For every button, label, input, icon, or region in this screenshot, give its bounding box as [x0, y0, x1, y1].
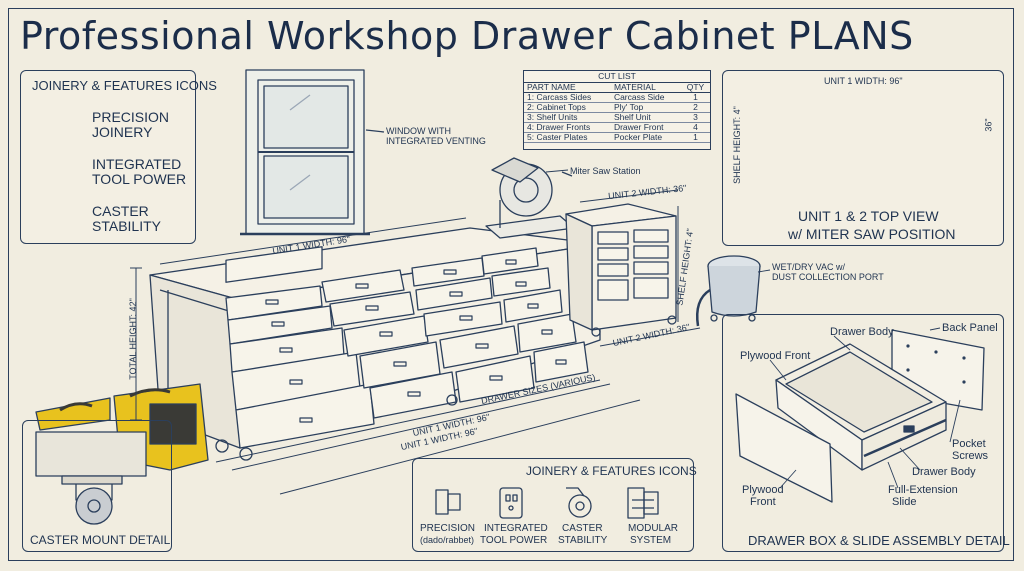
caster-detail-caption: CASTER MOUNT DETAIL: [30, 533, 171, 547]
cut-list-header: QTY: [680, 82, 710, 93]
window-leader: [365, 129, 385, 133]
unit-1-cabinet: [149, 227, 601, 461]
cut-list-cell: Shelf Unit: [610, 112, 681, 123]
joinery-features-panel-bottom: [412, 458, 694, 552]
unit-2-cabinet: [565, 203, 677, 337]
feature-label-stability: STABILITY: [558, 535, 608, 546]
cut-list-header: MATERIAL: [610, 82, 681, 93]
top-view-depth: 36": [983, 118, 994, 132]
cut-list-cell: 1: Carcass Sides: [524, 92, 611, 103]
drawer-box-drawing: [735, 329, 985, 503]
joinery-features-panel: [20, 70, 196, 244]
slide-label: Full-Extension: [888, 484, 958, 496]
table-row: 1: Carcass Sides Carcass Side 1: [524, 92, 710, 103]
feature-label-caster: CASTER: [562, 523, 603, 534]
feature-label-integrated: INTEGRATED: [92, 156, 182, 172]
feature-label-dado-rabbet: (dado/rabbet): [420, 535, 475, 545]
feature-label-precision: PRECISION: [420, 523, 476, 534]
cut-list-cell: 1: [680, 92, 710, 103]
table-row: 5: Caster Plates Pocker Plate 1: [524, 132, 710, 143]
drawer-body-label-lower: Drawer Body: [912, 466, 976, 478]
feature-label-integrated: INTEGRATED: [484, 523, 548, 534]
feature-label-tool-power: TOOL POWER: [480, 535, 548, 546]
feature-label-modular: MODULAR: [628, 523, 679, 534]
feature-label-caster: CASTER: [92, 203, 149, 219]
page-title: Professional Workshop Drawer Cabinet PLA…: [20, 14, 914, 58]
pocket-screws-label: Pocket: [952, 438, 986, 450]
miter-saw-label: Miter Saw Station: [570, 166, 641, 176]
cut-list-cell: 3: [680, 112, 710, 123]
cut-list-caption: CUT LIST: [524, 71, 710, 83]
window-drawing: [240, 69, 370, 236]
cut-list-cell: Ply' Top: [610, 102, 681, 113]
joinery-panel-heading: JOINERY & FEATURES ICONS: [32, 78, 217, 93]
bottom-feature-icons: [435, 487, 659, 519]
cut-list-cell: 5: Caster Plates: [524, 132, 611, 143]
feature-label-precision: PRECISION: [92, 109, 170, 125]
shop-vac-label: DUST COLLECTION PORT: [772, 272, 884, 282]
cut-list-cell: Pocker Plate: [610, 132, 681, 143]
shop-vac-label: WET/DRY VAC w/: [772, 262, 846, 272]
window-label: WINDOW WITH: [386, 126, 451, 136]
window-label: INTEGRATED VENTING: [386, 136, 486, 146]
table-row: 2: Cabinet Tops Ply' Top 2: [524, 102, 710, 113]
caster-detail-drawing: [35, 431, 147, 525]
cut-list-cell: Carcass Side: [610, 92, 681, 103]
feature-label-system: SYSTEM: [630, 535, 672, 546]
top-view-panel: [722, 70, 1004, 246]
drawer-body-label: Drawer Body: [830, 326, 894, 338]
top-view-caption: w/ MITER SAW POSITION: [788, 226, 956, 242]
cut-list-cell: 2: Cabinet Tops: [524, 102, 611, 113]
cut-list-header: PART NAME: [524, 82, 611, 93]
plywood-front-label-lower: Plywood: [742, 484, 784, 496]
top-view-caption: UNIT 1 & 2 TOP VIEW: [798, 208, 939, 224]
table-row: 4: Drawer Fronts Drawer Front 4: [524, 122, 710, 133]
total-height: TOTAL HEIGHT: 42": [127, 298, 138, 380]
feature-label-joinery: JOINERY: [92, 124, 153, 140]
outer-frame: [8, 8, 1014, 561]
caster-detail-panel: [22, 420, 172, 552]
slide-label: Slide: [892, 496, 917, 508]
top-view-shelf-height: SHELF HEIGHT: 4": [731, 106, 742, 184]
feature-label-stability: STABILITY: [92, 218, 161, 234]
leader-lines: [545, 169, 961, 489]
cut-list-cell: Drawer Front: [610, 122, 681, 133]
top-view-unit-width: UNIT 1 WIDTH: 96": [824, 76, 903, 86]
shop-vac-drawing: [696, 255, 761, 327]
cut-list-cell: 4: [680, 122, 710, 133]
joinery-bottom-heading: JOINERY & FEATURES ICONS: [526, 464, 697, 478]
drawer-detail-caption: DRAWER BOX & SLIDE ASSEMBLY DETAIL: [748, 533, 1010, 548]
dimension-lines: [130, 189, 701, 495]
cut-list-cell: 2: [680, 102, 710, 113]
feature-label-tool-power: TOOL POWER: [92, 171, 187, 187]
plywood-front-label: Plywood Front: [740, 350, 811, 362]
back-panel-label: Back Panel: [942, 322, 998, 334]
pocket-screws-label: Screws: [952, 450, 989, 462]
cut-list-table: CUT LIST PART NAME MATERIAL QTY 1: Carca…: [523, 70, 711, 150]
miter-saw-drawing: [485, 157, 575, 239]
table-row: 3: Shelf Units Shelf Unit 3: [524, 112, 710, 123]
plywood-front-label-lower: Front: [750, 496, 776, 508]
cut-list-cell: 3: Shelf Units: [524, 112, 611, 123]
cut-list-cell: 1: [680, 132, 710, 143]
cut-list-cell: 4: Drawer Fronts: [524, 122, 611, 133]
drawer-detail-panel: [722, 314, 1004, 552]
